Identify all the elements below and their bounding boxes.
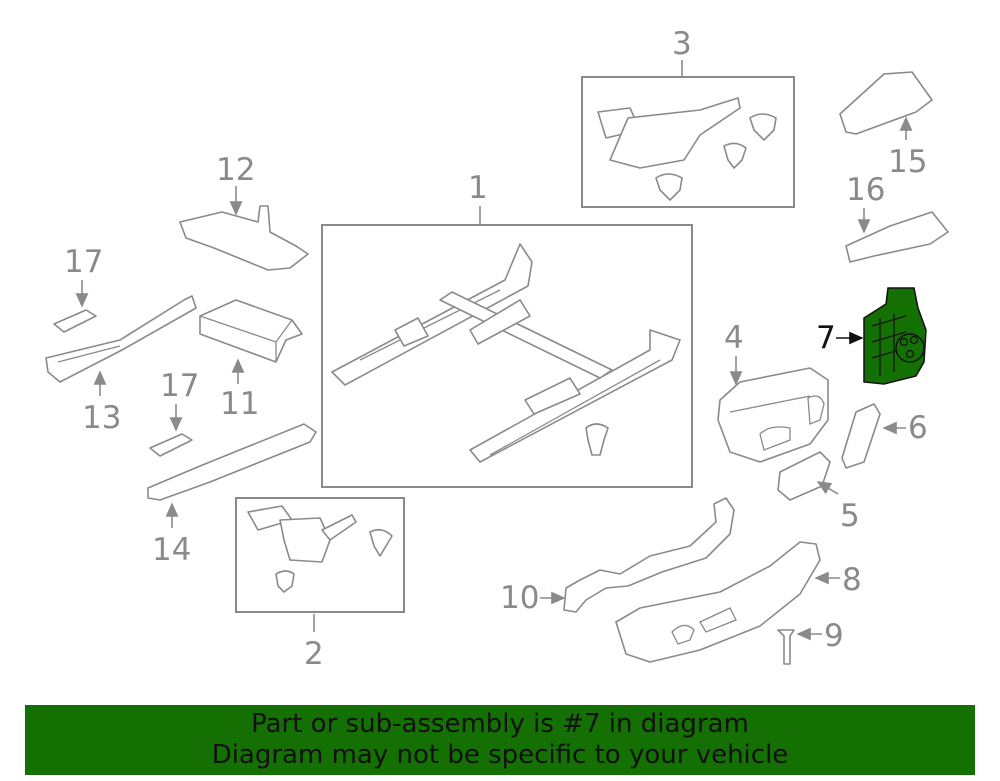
part-1-seat-track-assembly[interactable] bbox=[321, 224, 693, 488]
callout-2: 2 bbox=[304, 636, 324, 672]
callout-17-lower: 17 bbox=[160, 368, 199, 404]
part-3-motor-bracket-assembly[interactable] bbox=[581, 76, 795, 208]
part-10-wire-bracket[interactable] bbox=[563, 497, 735, 613]
callout-4: 4 bbox=[724, 320, 744, 356]
part-13-track-cover[interactable] bbox=[45, 295, 197, 383]
part-16-trim-cover[interactable] bbox=[845, 211, 949, 263]
part-6-switch-knob[interactable] bbox=[841, 403, 881, 469]
part-2-motor-assembly[interactable] bbox=[235, 497, 405, 613]
callout-10: 10 bbox=[500, 580, 539, 616]
banner-line-1: Part or sub-assembly is #7 in diagram bbox=[251, 709, 749, 739]
callout-7: 7 bbox=[816, 320, 836, 356]
callout-9: 9 bbox=[824, 618, 844, 654]
part-7-control-module[interactable] bbox=[863, 287, 927, 385]
part-8-seat-side-trim[interactable] bbox=[615, 541, 821, 663]
part-11-module[interactable] bbox=[199, 299, 303, 363]
callout-13: 13 bbox=[82, 400, 121, 436]
callout-15: 15 bbox=[888, 144, 927, 180]
part-5-switch-knob[interactable] bbox=[777, 451, 831, 501]
part-9-retainer-clip[interactable] bbox=[777, 629, 795, 665]
part-12-mounting-bracket[interactable] bbox=[179, 205, 309, 271]
callout-6: 6 bbox=[908, 410, 928, 446]
callout-3: 3 bbox=[672, 26, 692, 62]
callout-16: 16 bbox=[846, 172, 885, 208]
part-4-seat-switch[interactable] bbox=[717, 367, 829, 463]
callout-12: 12 bbox=[216, 152, 255, 188]
callout-1: 1 bbox=[468, 170, 488, 206]
callout-14: 14 bbox=[152, 532, 191, 568]
banner-line-2: Diagram may not be specific to your vehi… bbox=[211, 740, 789, 770]
part-14-track-cover[interactable] bbox=[147, 423, 317, 501]
part-17-end-cap[interactable] bbox=[53, 309, 193, 457]
part-15-trim-cover[interactable] bbox=[839, 71, 933, 135]
callout-11: 11 bbox=[220, 386, 259, 422]
callout-8: 8 bbox=[842, 562, 862, 598]
callout-17-upper: 17 bbox=[64, 244, 103, 280]
callout-5: 5 bbox=[840, 498, 860, 534]
part-info-banner: Part or sub-assembly is #7 in diagram Di… bbox=[25, 705, 975, 775]
